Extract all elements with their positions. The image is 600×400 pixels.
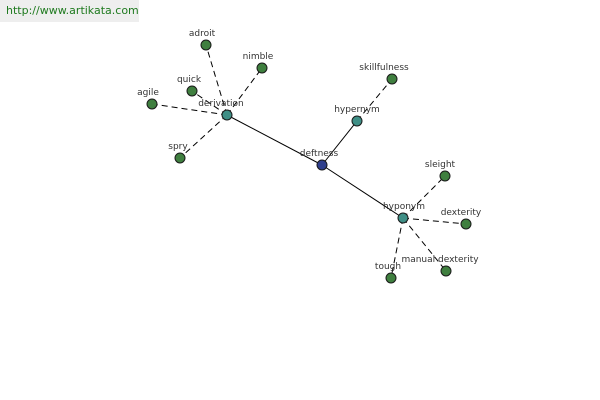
term-node-manual-dexterity[interactable] bbox=[440, 265, 452, 277]
term-label-skillfulness[interactable]: skillfulness bbox=[359, 63, 409, 73]
relation-label-derivation[interactable]: derivation bbox=[198, 99, 244, 109]
term-node-nimble[interactable] bbox=[256, 62, 268, 74]
term-node-quick[interactable] bbox=[186, 85, 198, 97]
term-node-spry[interactable] bbox=[174, 152, 186, 164]
source-url-link[interactable]: http://www.artikata.com bbox=[6, 4, 139, 17]
term-label-sleight[interactable]: sleight bbox=[425, 160, 456, 170]
term-label-quick[interactable]: quick bbox=[177, 75, 202, 85]
term-node-dexterity[interactable] bbox=[460, 218, 472, 230]
edge-derivation-spry bbox=[179, 114, 228, 159]
edge-derivation-agile bbox=[151, 103, 228, 116]
term-label-nimble[interactable]: nimble bbox=[243, 52, 274, 62]
term-node-adroit[interactable] bbox=[200, 39, 212, 51]
relation-label-hypernym[interactable]: hypernym bbox=[334, 105, 380, 115]
edge-derivation-adroit bbox=[205, 44, 228, 116]
term-node-sleight[interactable] bbox=[439, 170, 451, 182]
relation-label-hyponym[interactable]: hyponym bbox=[383, 202, 425, 212]
graph-edges bbox=[151, 44, 467, 279]
term-label-spry[interactable]: spry bbox=[168, 142, 188, 152]
edge-hyponym-dexterity bbox=[402, 217, 467, 225]
term-label-tough[interactable]: tough bbox=[375, 262, 401, 272]
term-label-manual-dexterity[interactable]: manual dexterity bbox=[401, 255, 479, 265]
center-node-deftness[interactable] bbox=[316, 159, 328, 171]
term-label-dexterity[interactable]: dexterity bbox=[441, 208, 482, 218]
relation-node-hypernym[interactable] bbox=[351, 115, 363, 127]
term-node-agile[interactable] bbox=[146, 98, 158, 110]
relation-node-hyponym[interactable] bbox=[397, 212, 409, 224]
term-node-tough[interactable] bbox=[385, 272, 397, 284]
term-label-agile[interactable]: agile bbox=[137, 88, 159, 98]
edge-deftness-hyponym bbox=[321, 164, 404, 219]
source-banner: http://www.artikata.com bbox=[0, 0, 139, 22]
graph-nodes bbox=[146, 39, 472, 284]
edge-derivation-quick bbox=[191, 90, 228, 116]
term-label-adroit[interactable]: adroit bbox=[189, 29, 216, 39]
center-label-deftness[interactable]: deftness bbox=[300, 149, 339, 159]
edge-deftness-hypernym bbox=[321, 120, 358, 166]
edge-hypernym-skillfulness bbox=[356, 78, 393, 122]
graph-labels: adroit nimble quick agile spry skillfulness sl… bbox=[137, 29, 482, 272]
edge-hyponym-manual-dexterity bbox=[402, 217, 447, 272]
relation-node-derivation[interactable] bbox=[221, 109, 233, 121]
term-node-skillfulness[interactable] bbox=[386, 73, 398, 85]
edge-hyponym-tough bbox=[390, 217, 404, 279]
edge-deftness-derivation bbox=[226, 114, 323, 166]
